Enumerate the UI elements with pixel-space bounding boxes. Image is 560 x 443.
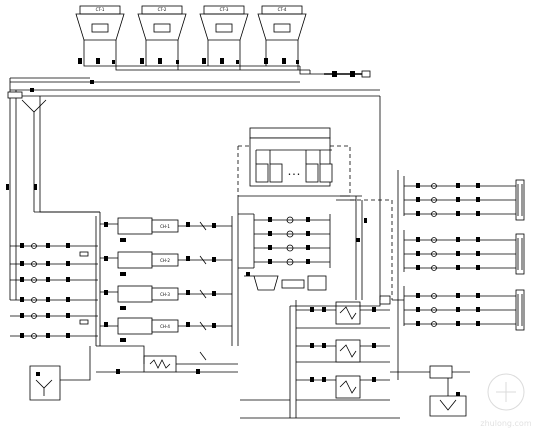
cooling-tower: CT-2 xyxy=(137,5,187,50)
cooling-tower: CT-1 xyxy=(75,5,125,50)
main-headers xyxy=(6,77,380,300)
chiller: CH-4 xyxy=(104,317,190,342)
ellipsis-label: • • • xyxy=(288,172,300,178)
expansion-tank-left xyxy=(29,346,91,401)
chiller-label: CH-4 xyxy=(160,324,170,329)
chiller: CH-2 xyxy=(104,251,190,276)
tower-label: CT-2 xyxy=(158,7,167,12)
chiller-label: CH-2 xyxy=(160,258,170,263)
watermark-logo: zhulong.com xyxy=(480,373,532,428)
control-panel: • • • xyxy=(237,127,351,196)
right-ahu-group xyxy=(390,170,525,380)
tower-label: CT-3 xyxy=(220,7,229,12)
heat-exchanger xyxy=(96,345,238,374)
left-pump-group xyxy=(10,243,98,339)
cooling-tower: CT-4 xyxy=(257,5,307,50)
center-coil-group xyxy=(240,295,400,419)
cooling-tower-group: CT-1 CT-2 CT-3 CT-4 xyxy=(75,5,371,78)
chiller-group: CH-1 CH-2 CH-3 CH-4 xyxy=(95,196,239,346)
chiller-label: CH-1 xyxy=(160,224,170,229)
chiller: CH-1 xyxy=(104,217,190,242)
watermark-text: zhulong.com xyxy=(480,419,531,428)
tower-label: CT-1 xyxy=(96,7,105,12)
tower-label: CT-4 xyxy=(278,7,287,12)
right-connections xyxy=(238,96,393,300)
chiller: CH-3 xyxy=(104,285,190,310)
expansion-tank-right xyxy=(429,378,467,417)
center-pump-group xyxy=(238,213,331,291)
cooling-tower: CT-3 xyxy=(199,5,249,50)
chiller-label: CH-3 xyxy=(160,292,170,297)
